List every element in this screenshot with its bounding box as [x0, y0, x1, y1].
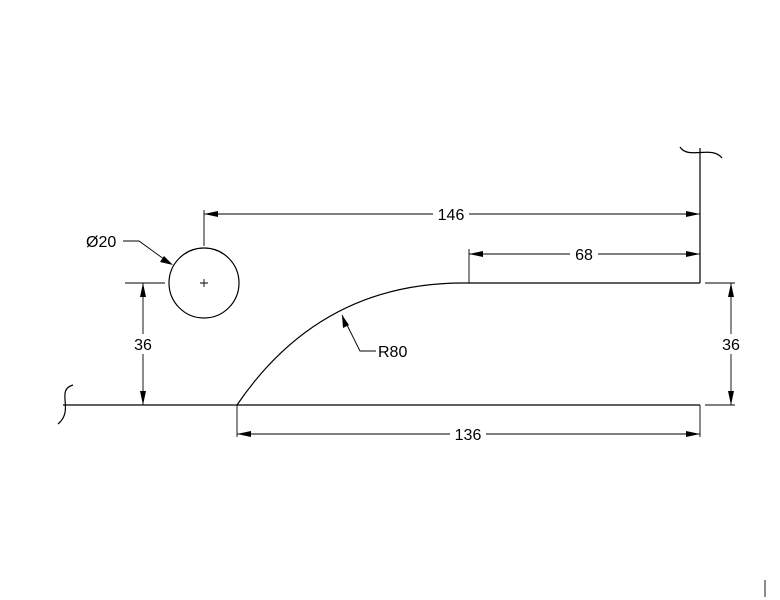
radius-leader: R80 — [341, 314, 407, 361]
radius-label: R80 — [378, 344, 407, 361]
dim-36-left-label: 36 — [134, 337, 152, 354]
r80-arc — [236, 282, 464, 406]
center-mark — [200, 279, 208, 287]
dim-68-label: 68 — [575, 247, 593, 264]
dim-146-label: 146 — [438, 207, 465, 224]
dim-36-right: 36 — [718, 283, 744, 405]
left-break-line — [57, 384, 74, 425]
dim-136: 136 — [237, 425, 700, 444]
dim-136-label: 136 — [455, 427, 482, 444]
hole-circle — [168, 247, 240, 319]
diameter-leader: Ø20 — [86, 234, 173, 265]
extension-lines — [125, 210, 735, 437]
dim-36-right-label: 36 — [722, 337, 740, 354]
dim-36-left: 36 — [130, 283, 156, 405]
dim-146: 146 — [204, 205, 700, 224]
top-break-line — [679, 146, 723, 159]
diameter-label: Ø20 — [86, 234, 116, 251]
dim-68: 68 — [469, 245, 700, 264]
